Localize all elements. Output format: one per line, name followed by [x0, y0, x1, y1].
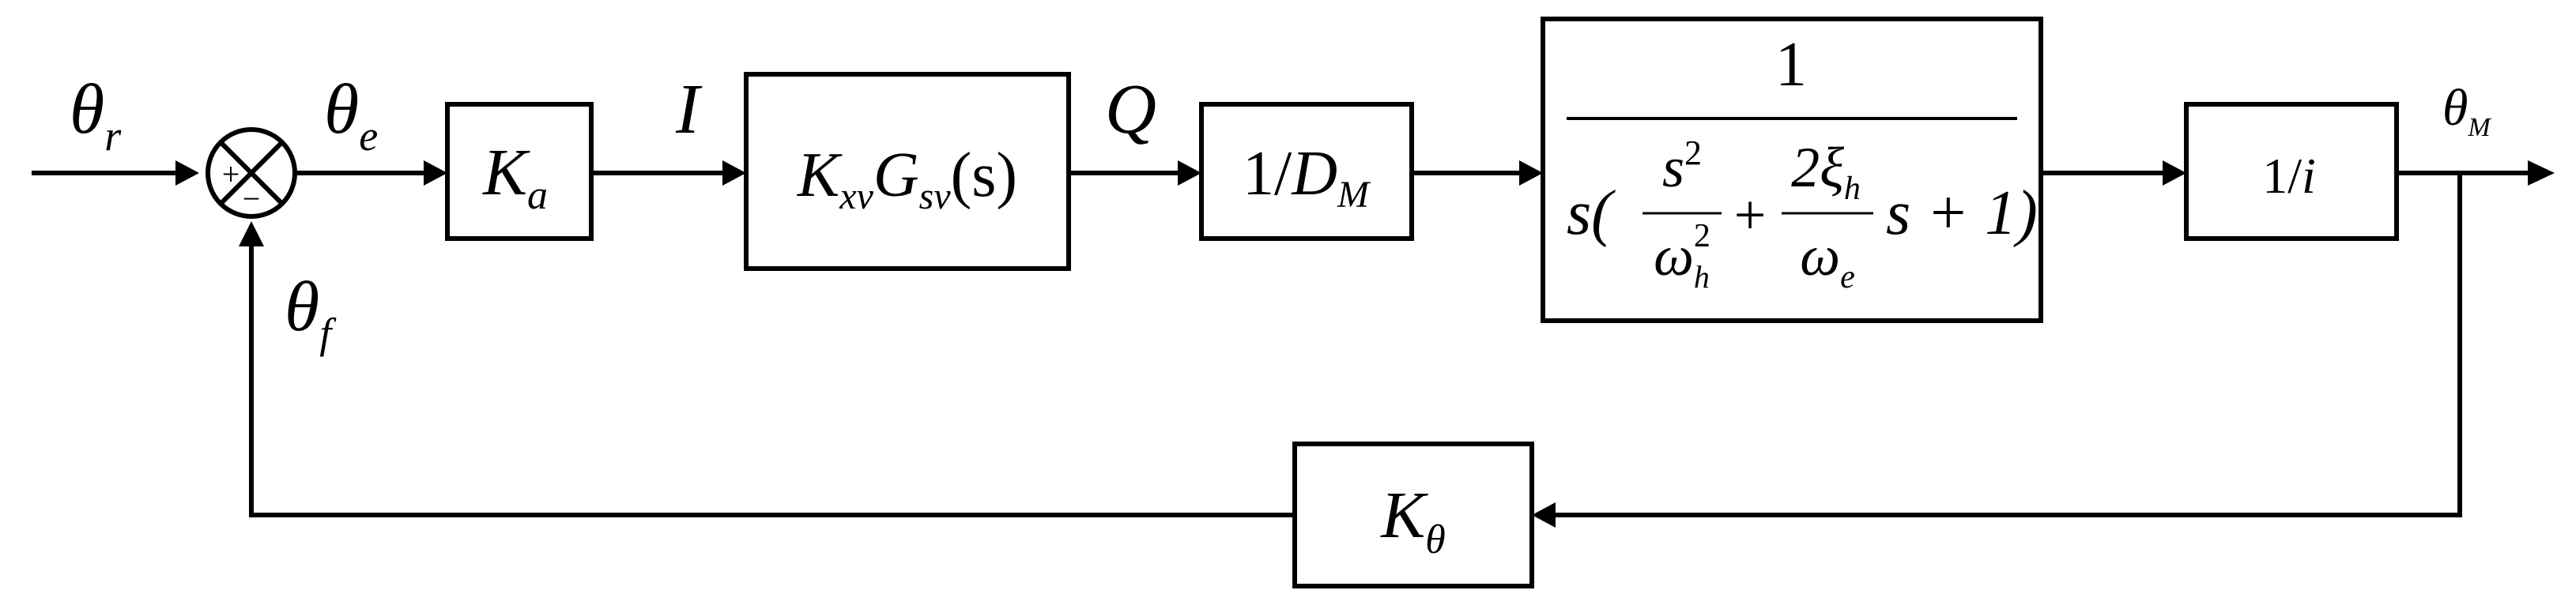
block-gear-ratio	[2184, 102, 2399, 241]
motor-s-open: s(	[1567, 179, 1616, 248]
label-theta-f: θf	[285, 268, 337, 357]
motor-plus: +	[1734, 183, 1767, 246]
label-current: I	[675, 70, 703, 148]
motor-omega-h-squared: ωh2	[1654, 218, 1710, 295]
block-feedback-gain	[1292, 442, 1534, 588]
block-gear-ratio-label: 1/i	[2262, 148, 2316, 204]
arrowhead-velocity	[1519, 160, 1543, 186]
arrowhead-output	[2528, 160, 2555, 186]
block-hydraulic-motor	[1541, 17, 2043, 323]
motor-two-xi: 2ξh	[1791, 136, 1861, 207]
block-displacement-label: 1/DM	[1243, 139, 1371, 216]
arrowhead-feedback-gain	[1532, 502, 1556, 528]
block-feedback-gain-label: Kθ	[1380, 479, 1446, 562]
summing-minus-sign: −	[243, 181, 261, 216]
arrowhead-error	[424, 160, 447, 186]
block-servo-valve	[744, 72, 1071, 271]
block-amplifier-gain	[445, 102, 594, 241]
summing-junction	[206, 127, 297, 219]
label-theta-e: θe	[324, 70, 378, 160]
label-theta-m: θM	[2442, 79, 2491, 142]
arrowhead-feedback-sum	[239, 221, 264, 246]
label-flow: Q	[1105, 70, 1156, 148]
summing-plus-sign: +	[222, 156, 240, 192]
block-servo-valve-label: KxvGsv(s)	[797, 141, 1017, 217]
block-amplifier-gain-label: Ka	[482, 136, 548, 218]
label-theta-r: θr	[70, 70, 122, 160]
motor-omega-e: ωe	[1800, 224, 1855, 295]
block-displacement	[1199, 102, 1414, 241]
arrowhead-current	[722, 160, 746, 186]
arrowhead-motor-out	[2163, 160, 2186, 186]
motor-tail: s + 1)	[1886, 179, 2038, 248]
block-hydraulic-motor-formula: 1 s( s2 ωh2 + 2ξh ωe s + 1)	[1567, 30, 2038, 295]
wire-feedback-tap	[1556, 173, 2462, 517]
motor-numerator: 1	[1775, 30, 1807, 100]
motor-s-squared: s2	[1662, 133, 1702, 199]
arrowhead-input	[175, 160, 199, 186]
wire-feedback-return	[249, 245, 1295, 517]
arrowhead-flow	[1178, 160, 1201, 186]
